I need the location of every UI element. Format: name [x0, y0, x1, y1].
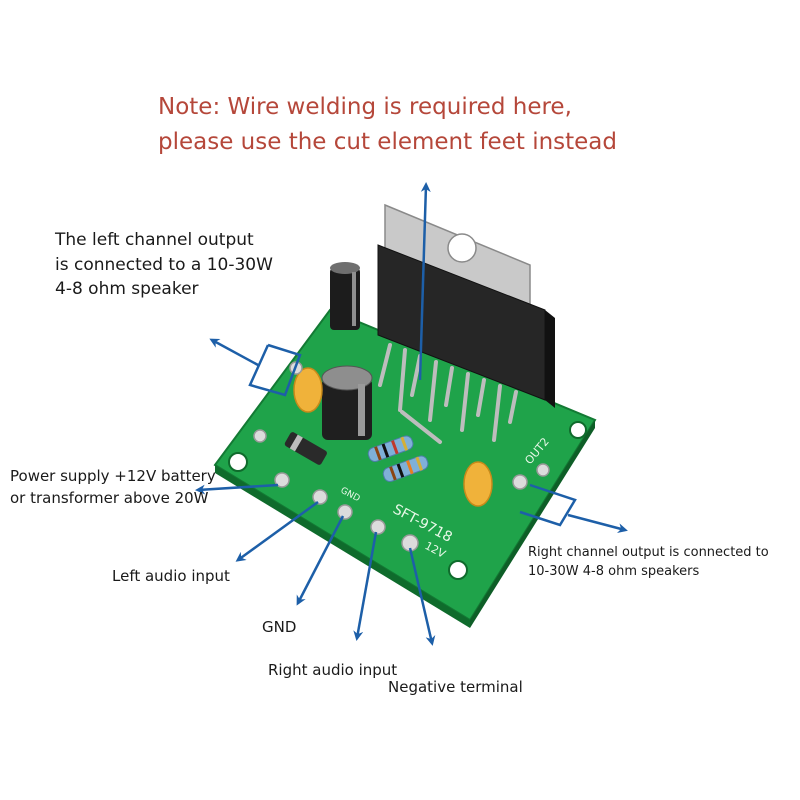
- power-line-1: Power supply +12V battery: [10, 467, 216, 485]
- resistors: [367, 435, 429, 482]
- callout-arrows: [195, 182, 628, 646]
- gnd-label: GND: [262, 618, 297, 636]
- power-supply-label: Power supply +12V battery or transformer…: [10, 466, 216, 510]
- left-output-line-1: The left channel output: [55, 230, 254, 250]
- diode: [284, 432, 327, 465]
- right-output-line-2: 10-30W 4-8 ohm speakers: [528, 563, 700, 579]
- power-line-2: or transformer above 20W: [10, 488, 209, 507]
- solder-pads: [253, 361, 550, 552]
- amplifier-ic: [377, 203, 555, 408]
- left-audio-input-label: Left audio input: [112, 567, 230, 585]
- wire-welding-note: Note: Wire welding is required here, ple…: [158, 90, 617, 159]
- left-output-line-3: 4-8 ohm speaker: [55, 279, 199, 300]
- right-audio-input-label: Right audio input: [268, 661, 398, 679]
- output-brackets: [248, 343, 577, 527]
- right-output-line-1: Right channel output is connected to: [528, 545, 769, 560]
- note-line-1: Note: Wire welding is required here,: [158, 94, 572, 120]
- right-channel-output-label: Right channel output is connected to 10-…: [528, 544, 769, 582]
- left-output-line-2: is connected to a 10-30W: [55, 254, 273, 275]
- note-line-2: please use the cut element feet instead: [158, 128, 618, 155]
- left-channel-output-label: The left channel output is connected to …: [55, 228, 273, 302]
- ic-pins: [378, 343, 518, 444]
- small-electrolytic-capacitor: [330, 262, 360, 330]
- large-electrolytic-capacitor: [321, 365, 373, 440]
- ceramic-capacitors: [293, 367, 493, 507]
- negative-terminal-label: Negative terminal: [388, 678, 523, 696]
